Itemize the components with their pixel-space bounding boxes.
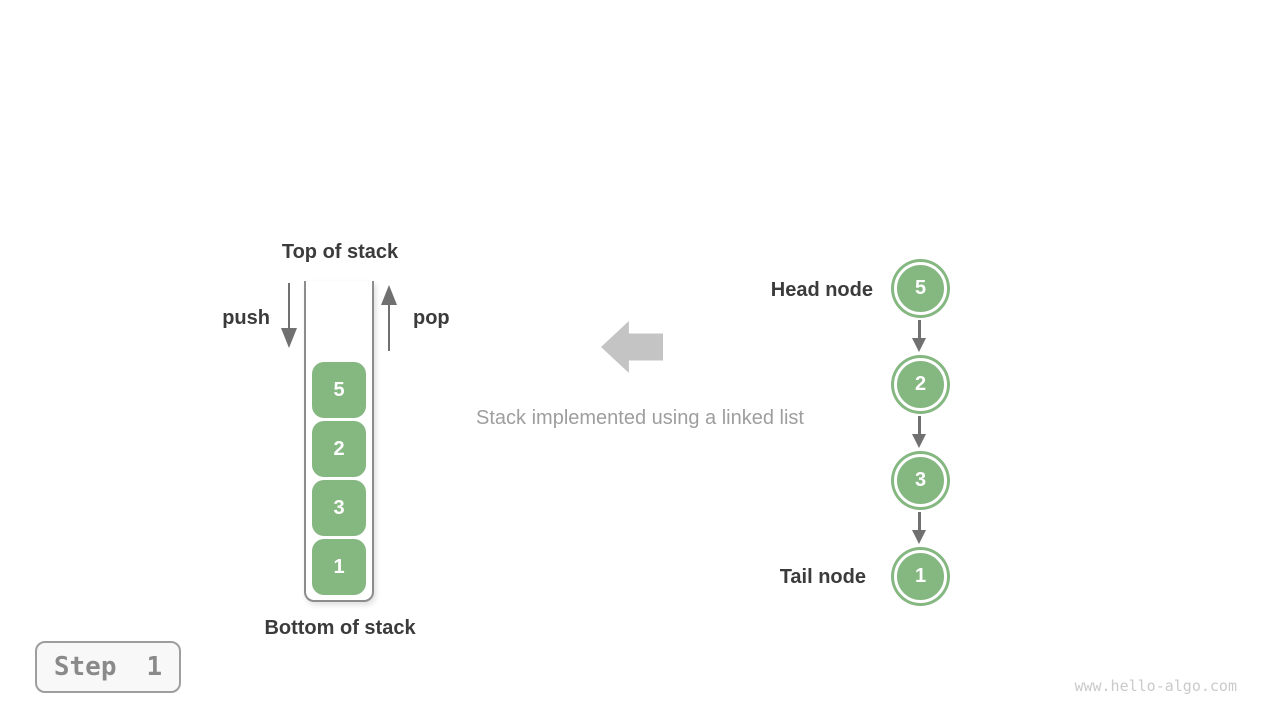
step-badge-label: Step 1 (53, 652, 163, 682)
link-arrow-icon (918, 416, 921, 434)
tail-node-label: Tail node (779, 566, 866, 588)
head-node-label: Head node (770, 279, 873, 301)
pop-label: pop (413, 307, 450, 329)
step-badge: Step 1 (35, 641, 181, 693)
push-label: push (222, 307, 270, 329)
watermark-text: www.hello-algo.com (1074, 677, 1237, 695)
left-block-arrow-icon (601, 321, 663, 373)
push-arrow-icon (281, 283, 297, 348)
figure-caption: Stack implemented using a linked list (476, 407, 804, 429)
stack-item: 2 (312, 421, 366, 477)
link-arrow-icon (918, 320, 921, 338)
list-node: 1 (894, 550, 947, 603)
link-arrowhead-icon (912, 338, 926, 352)
stack-item: 3 (312, 480, 366, 536)
link-arrowhead-icon (912, 434, 926, 448)
list-node: 2 (894, 358, 947, 411)
top-of-stack-label: Top of stack (281, 241, 399, 263)
stack-item: 1 (312, 539, 366, 595)
list-node: 3 (894, 454, 947, 507)
stack-item: 5 (312, 362, 366, 418)
link-arrow-icon (918, 512, 921, 530)
list-node: 5 (894, 262, 947, 315)
link-arrowhead-icon (912, 530, 926, 544)
pop-arrow-icon (381, 285, 397, 351)
bottom-of-stack-label: Bottom of stack (264, 617, 416, 639)
